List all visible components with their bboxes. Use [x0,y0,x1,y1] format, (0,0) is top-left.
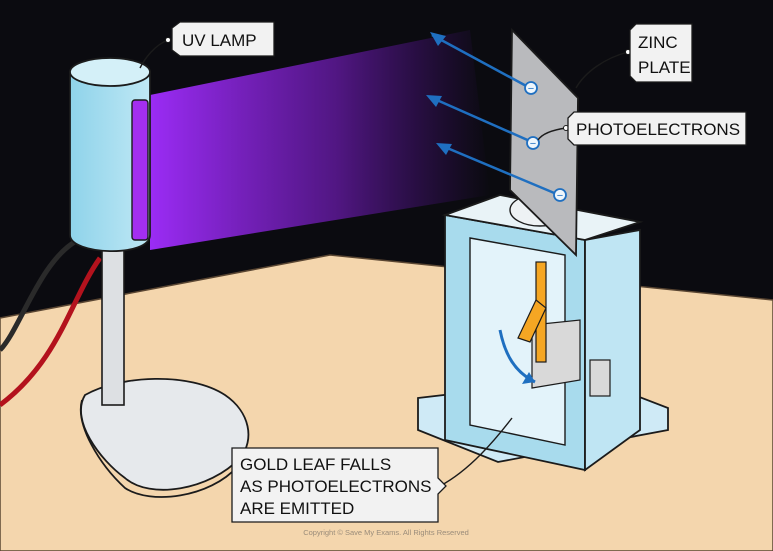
zinc-plate-label-line1: ZINC [638,33,678,52]
uv-lamp-label-text: UV LAMP [182,31,257,50]
gold-leaf [517,299,547,343]
lamp-stand-base-edge [79,399,239,498]
photoelectron-arrow-2: − [426,95,540,150]
lamp-stand-pole [101,244,125,406]
gold-leaf-label-line2: AS PHOTOELECTRONS [240,477,431,496]
uv-lamp-label: UV LAMP [171,21,275,57]
electron-icon [526,136,540,150]
photoelectrons-label-text: PHOTOELECTRONS [576,120,740,139]
electroscope-housing-side [584,228,641,472]
electron-sign: − [530,138,536,150]
electron-icon [524,81,538,95]
gold-leaf-label-line1: GOLD LEAF FALLS [240,455,391,474]
photoelectron-arrow-3: − [436,143,567,202]
uv-lamp-window [131,99,149,241]
uv-lamp-leader [139,39,169,69]
gold-leaf-fall-arrowhead [522,372,535,384]
uv-lamp-leader-dot [165,37,171,43]
photoelectrons-leader [537,127,567,141]
gold-leaf-leader [439,417,513,487]
wire-black [0,237,80,352]
uv-lamp-top [69,57,151,87]
gold-leaf-label: GOLD LEAF FALLS AS PHOTOELECTRONS ARE EM… [231,447,447,523]
electroscope-side-block [589,359,611,397]
photoelectron-arrow-1: − [430,32,538,95]
electron-sign: − [557,190,563,202]
zinc-plate-leader [575,51,629,89]
zinc-plate-label: ZINC PLATE [629,23,693,83]
copyright-text: Copyright © Save My Exams. All Rights Re… [303,528,469,537]
electron-icon [553,188,567,202]
uv-lamp-body [69,71,151,253]
gold-leaf-label-line3: ARE EMITTED [240,499,354,518]
zinc-plate-label-line2: PLATE [638,58,691,77]
uv-light-beam [150,30,490,250]
electron-sign: − [528,83,534,95]
wire-red [0,256,103,407]
photoelectrons-label: PHOTOELECTRONS [567,111,747,146]
